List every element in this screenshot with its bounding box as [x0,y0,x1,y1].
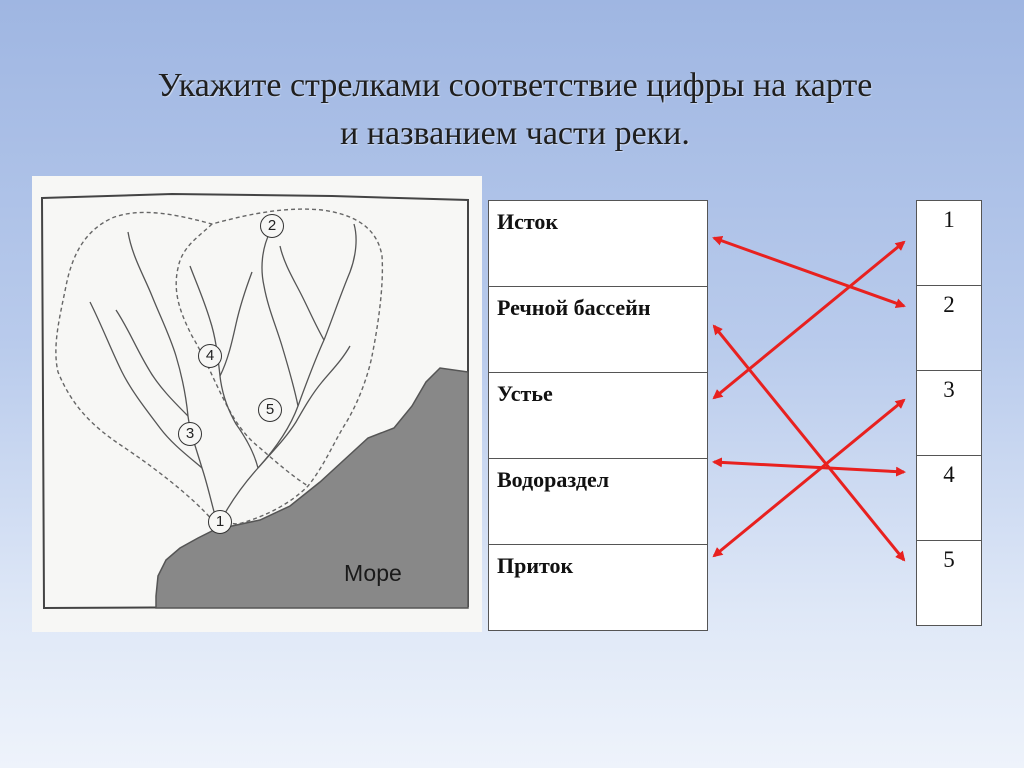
number-cell-3: 3 [916,370,982,456]
number-cell-1: 1 [916,200,982,286]
match-arrow-5 [712,398,906,558]
title-line-2: и названием части реки. [340,115,690,152]
match-arrow-3 [712,240,906,400]
match-arrow-1 [712,235,906,309]
part-mouth: Устье [488,372,708,459]
watershed-outer [55,208,384,525]
slide-title: Укажите стрелками соответствие цифры на … [60,62,970,158]
map-marker-1: 1 [208,510,232,534]
sea-label: Море [344,560,402,586]
map-marker-4: 4 [198,344,222,368]
part-watershed: Водораздел [488,458,708,545]
match-arrow-2 [712,324,906,562]
map-numbers-table: 1 2 3 4 5 [916,200,982,626]
river-network [89,223,357,527]
number-cell-5: 5 [916,540,982,626]
river-map: 1 2 3 4 5 Море [32,176,482,632]
part-source: Исток [488,200,708,287]
map-marker-3: 3 [178,422,202,446]
part-tributary: Приток [488,544,708,631]
title-line-1: Укажите стрелками соответствие цифры на … [157,67,873,104]
map-marker-2: 2 [260,214,284,238]
number-cell-4: 4 [916,455,982,541]
map-drawing [40,192,469,610]
map-marker-5: 5 [258,398,282,422]
match-arrow-4 [712,457,906,477]
part-basin: Речной бассейн [488,286,708,373]
sea-area [155,367,469,609]
river-parts-table: Исток Речной бассейн Устье Водораздел Пр… [488,200,708,631]
map-border [40,192,469,610]
